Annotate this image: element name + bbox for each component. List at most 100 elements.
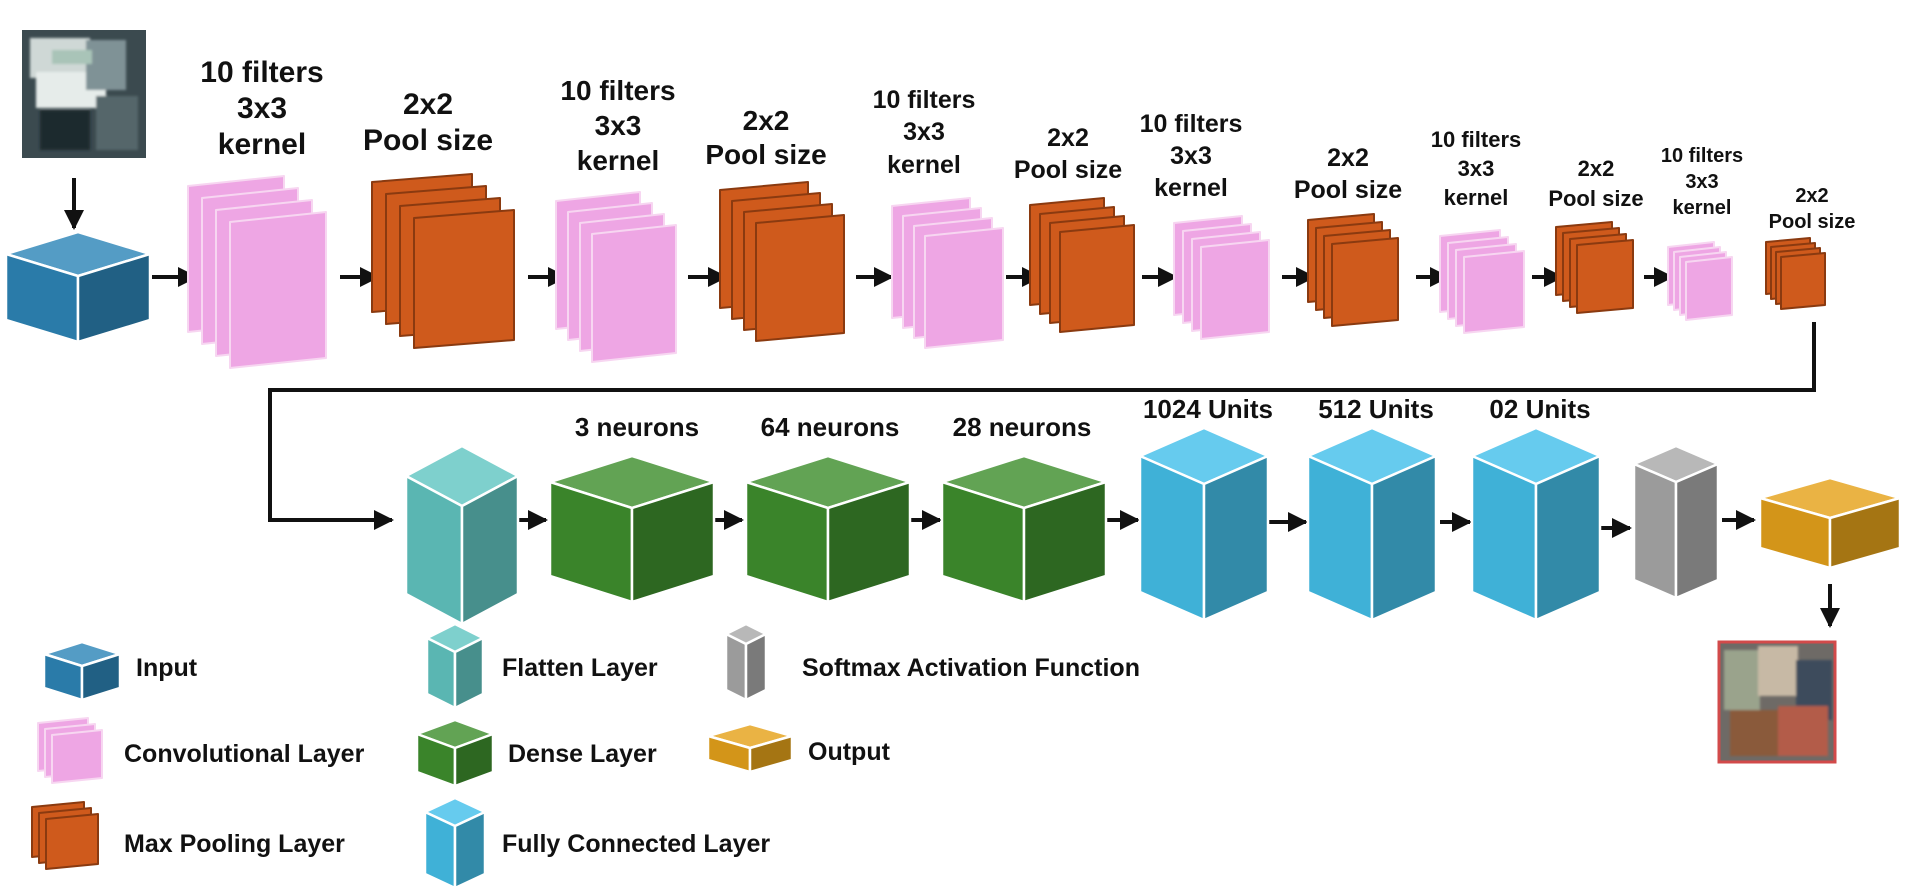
fc-cube-1: [1138, 426, 1270, 622]
conv-layer-6: [1667, 241, 1733, 321]
pool-4-size: 2x2: [1327, 144, 1369, 172]
legend-output-icon: [706, 722, 794, 774]
conv-2-label: 10 filters 3x3 kernel: [560, 75, 675, 176]
conv-layer-5-sheet-4: [1463, 250, 1525, 334]
conv-1-filters: 10 filters: [200, 56, 323, 89]
legend-fc-icon: [423, 796, 487, 890]
conv-4-label: 10 filters 3x3 kernel: [1140, 110, 1243, 202]
connector-arrows: [64, 178, 1840, 628]
pool-layer-5-sheet-4: [1576, 239, 1634, 314]
fc-cube-3-right-face: [1534, 454, 1602, 622]
pool-layer-6: [1765, 237, 1826, 310]
conv-layer-3: [891, 197, 1004, 349]
pool-layer-3-sheet-4: [1059, 224, 1135, 333]
conv-5-filters: 10 filters: [1431, 127, 1522, 152]
conv-layer-2-sheet-4: [591, 224, 677, 363]
fc-3-label: 02 Units: [1489, 394, 1590, 424]
input-cube-right-face: [76, 252, 152, 344]
fc-cube-2-right-face: [1370, 454, 1438, 622]
fc-cube-1-left-face: [1138, 454, 1206, 622]
pool-2-text: Pool size: [705, 139, 826, 170]
conv-6-kernel-word: kernel: [1673, 197, 1732, 219]
legend-softmax-icon-right-face: [744, 632, 768, 702]
legend-conv-icon-sheet-3: [51, 729, 103, 784]
legend-softmax-icon: [724, 622, 768, 702]
dense-cube-1: [548, 454, 716, 604]
pool-1-label: 2x2 Pool size: [363, 88, 493, 157]
pool-6-label: 2x2 Pool size: [1769, 185, 1856, 233]
fc-cube-1-right-face: [1202, 454, 1270, 622]
pool-6-text: Pool size: [1769, 211, 1856, 233]
conv-2-kernel-word: kernel: [577, 145, 660, 176]
legend-dense-icon-right-face: [453, 732, 495, 788]
flatten-cube: [404, 444, 520, 626]
output-image: [1717, 640, 1837, 764]
dense-cube-2: [744, 454, 912, 604]
conv-3-kernel-word: kernel: [887, 151, 961, 179]
dense-cube-3-right-face: [1022, 480, 1108, 604]
legend-softmax-label: Softmax Activation Function: [802, 654, 1140, 682]
pool-1-text: Pool size: [363, 124, 493, 157]
conv-3-filters: 10 filters: [873, 86, 976, 114]
legend-softmax-icon-left-face: [724, 632, 748, 702]
conv-layer-1: [187, 175, 327, 369]
conv-6-filters: 10 filters: [1661, 145, 1743, 167]
pool-layer-2: [719, 181, 845, 342]
input-image: [22, 30, 146, 158]
input-cube: [4, 230, 152, 344]
pool-3-label: 2x2 Pool size: [1014, 124, 1122, 184]
legend-fc-label: Fully Connected Layer: [502, 830, 770, 858]
conv-layer-1-sheet-4: [229, 211, 327, 369]
fc-cube-2: [1306, 426, 1438, 622]
legend-fc-icon-right-face: [453, 810, 487, 890]
softmax-cube-right-face: [1674, 462, 1720, 600]
conv-layer-3-sheet-4: [924, 227, 1004, 349]
legend-flatten-icon: [425, 622, 485, 710]
pool-layer-5: [1555, 221, 1634, 314]
legend-dense-icon: [415, 718, 495, 788]
pool-5-size: 2x2: [1578, 156, 1615, 181]
legend-fc-icon-left-face: [423, 810, 457, 890]
pool-5-text: Pool size: [1548, 186, 1643, 211]
conv-layer-5: [1439, 229, 1525, 334]
fc-cube-3: [1470, 426, 1602, 622]
pool-layer-3: [1029, 197, 1135, 333]
pool-4-text: Pool size: [1294, 176, 1402, 204]
pool-layer-2-sheet-4: [755, 214, 845, 342]
softmax-cube-left-face: [1632, 462, 1678, 600]
pool-2-size: 2x2: [743, 105, 790, 136]
conv-layer-4: [1173, 215, 1270, 340]
pool-3-size: 2x2: [1047, 124, 1089, 152]
conv-4-kernel-word: kernel: [1154, 174, 1228, 202]
legend-conv-label: Convolutional Layer: [124, 740, 365, 768]
pool-1-size: 2x2: [403, 88, 453, 121]
conv-3-label: 10 filters 3x3 kernel: [873, 86, 976, 179]
conv-4-filters: 10 filters: [1140, 110, 1243, 138]
legend-dense-label: Dense Layer: [508, 740, 657, 768]
conv-layer-2: [555, 191, 677, 363]
pool-5-label: 2x2 Pool size: [1548, 156, 1643, 211]
pool-6-size: 2x2: [1795, 185, 1828, 207]
conv-2-filters: 10 filters: [560, 75, 675, 106]
fc-cube-3-left-face: [1470, 454, 1538, 622]
conv-6-kernel-size: 3x3: [1685, 171, 1718, 193]
legend-output-label: Output: [808, 738, 891, 766]
pool-2-label: 2x2 Pool size: [705, 105, 826, 170]
conv-5-kernel-word: kernel: [1444, 185, 1509, 210]
output-cube: [1758, 476, 1902, 570]
dense-cube-3: [940, 454, 1108, 604]
flatten-cube-right-face: [460, 474, 520, 626]
pool-3-text: Pool size: [1014, 156, 1122, 184]
legend-input-icon-right-face: [80, 652, 122, 702]
pool-layer-4-sheet-4: [1331, 237, 1399, 327]
layer-shapes: [4, 173, 1902, 890]
legend-input-label: Input: [136, 654, 198, 682]
conv-3-kernel-size: 3x3: [903, 118, 945, 146]
legend-conv-icon: [37, 717, 103, 784]
conv-layer-4-sheet-4: [1200, 239, 1270, 340]
legend-input-icon: [42, 640, 122, 702]
conv-2-kernel-size: 3x3: [595, 110, 642, 141]
legend-flatten-icon-right-face: [453, 636, 485, 710]
pool-4-label: 2x2 Pool size: [1294, 144, 1402, 204]
